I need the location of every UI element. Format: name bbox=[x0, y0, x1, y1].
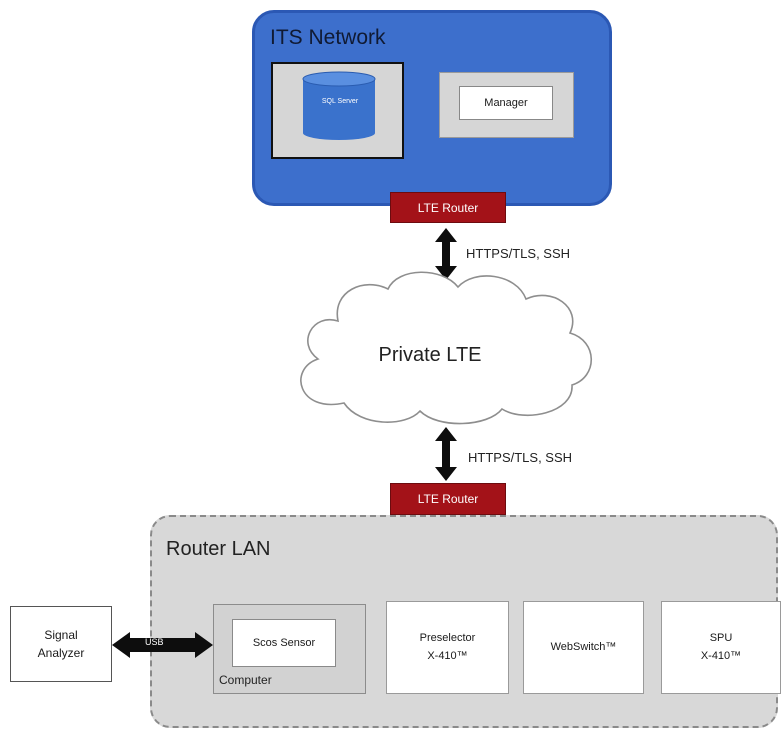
preselector-node: Preselector X-410™ bbox=[386, 601, 509, 694]
spu-name: SPU bbox=[709, 632, 733, 645]
lte-router-top: LTE Router bbox=[390, 192, 506, 223]
lte-router-bottom: LTE Router bbox=[390, 483, 506, 515]
signal-analyzer-line2: Analyzer bbox=[37, 646, 85, 660]
usb-link-arrow bbox=[112, 632, 213, 658]
private-lte-label: Private LTE bbox=[378, 344, 482, 366]
preselector-model: X-410™ bbox=[427, 649, 468, 662]
router-lan-title: Router LAN bbox=[166, 538, 271, 560]
top-link-protocol-label: HTTPS/TLS, SSH bbox=[466, 246, 571, 261]
signal-analyzer-node: Signal Analyzer bbox=[10, 606, 112, 682]
top-router-cloud-arrow bbox=[435, 228, 457, 280]
webswitch-name: WebSwitch™ bbox=[550, 640, 617, 653]
computer-label: Computer bbox=[219, 673, 272, 687]
bottom-link-protocol-label: HTTPS/TLS, SSH bbox=[468, 450, 573, 465]
usb-link-label: USB bbox=[145, 637, 164, 647]
cloud-bottom-router-arrow bbox=[435, 427, 457, 481]
private-lte-cloud bbox=[300, 271, 593, 425]
spu-node: SPU X-410™ bbox=[661, 601, 781, 694]
spu-model: X-410™ bbox=[700, 649, 742, 662]
manager-node: Manager bbox=[459, 86, 553, 120]
sql-server-label: SQL Server bbox=[321, 98, 359, 105]
scos-sensor-node: Scos Sensor bbox=[232, 619, 336, 667]
preselector-name: Preselector bbox=[419, 632, 476, 645]
its-network-title: ITS Network bbox=[270, 26, 386, 49]
webswitch-node: WebSwitch™ bbox=[523, 601, 644, 694]
database-icon bbox=[302, 71, 376, 140]
signal-analyzer-line1: Signal bbox=[44, 628, 78, 642]
